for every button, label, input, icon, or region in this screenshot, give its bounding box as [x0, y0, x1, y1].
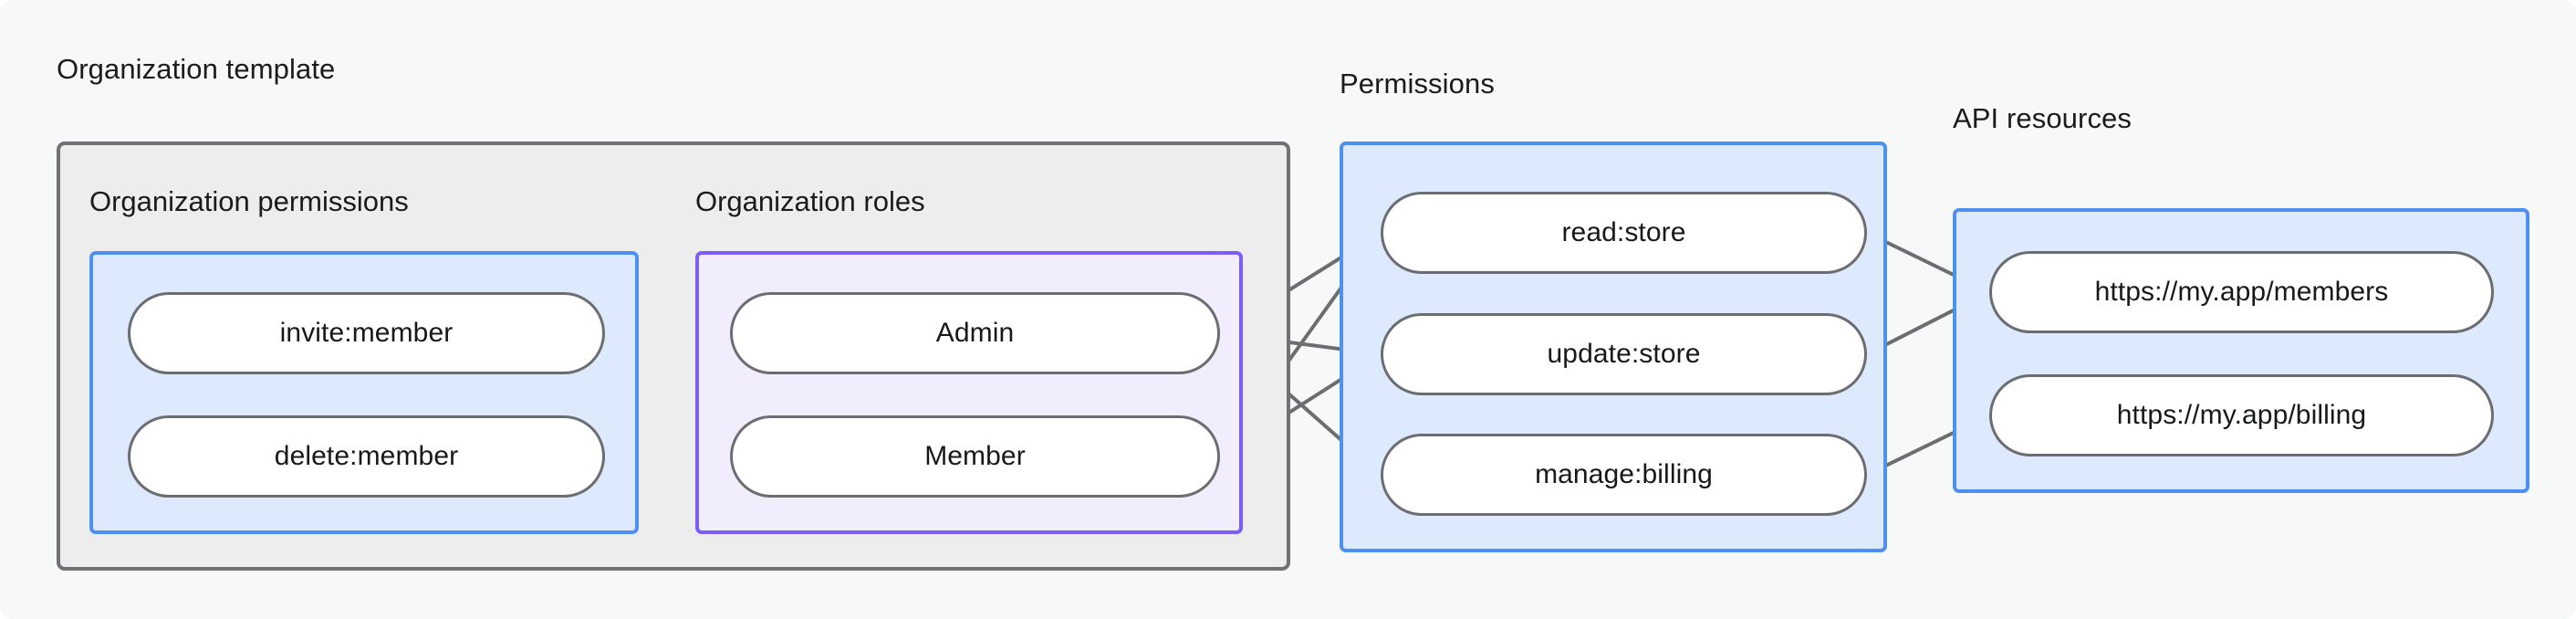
node-read-store[interactable]: read:store [1381, 192, 1867, 274]
organization-permissions-title: Organization permissions [89, 185, 409, 217]
node-invite-member[interactable]: invite:member [128, 292, 605, 374]
organization-roles-title: Organization roles [695, 185, 925, 217]
node-update-store[interactable]: update:store [1381, 313, 1867, 395]
node-billing-url[interactable]: https://my.app/billing [1989, 374, 2494, 456]
node-members-url[interactable]: https://my.app/members [1989, 251, 2494, 333]
api-resources-title: API resources [1953, 102, 2132, 134]
node-delete-member[interactable]: delete:member [128, 415, 605, 498]
node-admin[interactable]: Admin [730, 292, 1220, 374]
node-member[interactable]: Member [730, 415, 1220, 498]
node-manage-billing[interactable]: manage:billing [1381, 434, 1867, 516]
permissions-title: Permissions [1340, 68, 1495, 100]
organization-template-title: Organization template [57, 53, 336, 85]
